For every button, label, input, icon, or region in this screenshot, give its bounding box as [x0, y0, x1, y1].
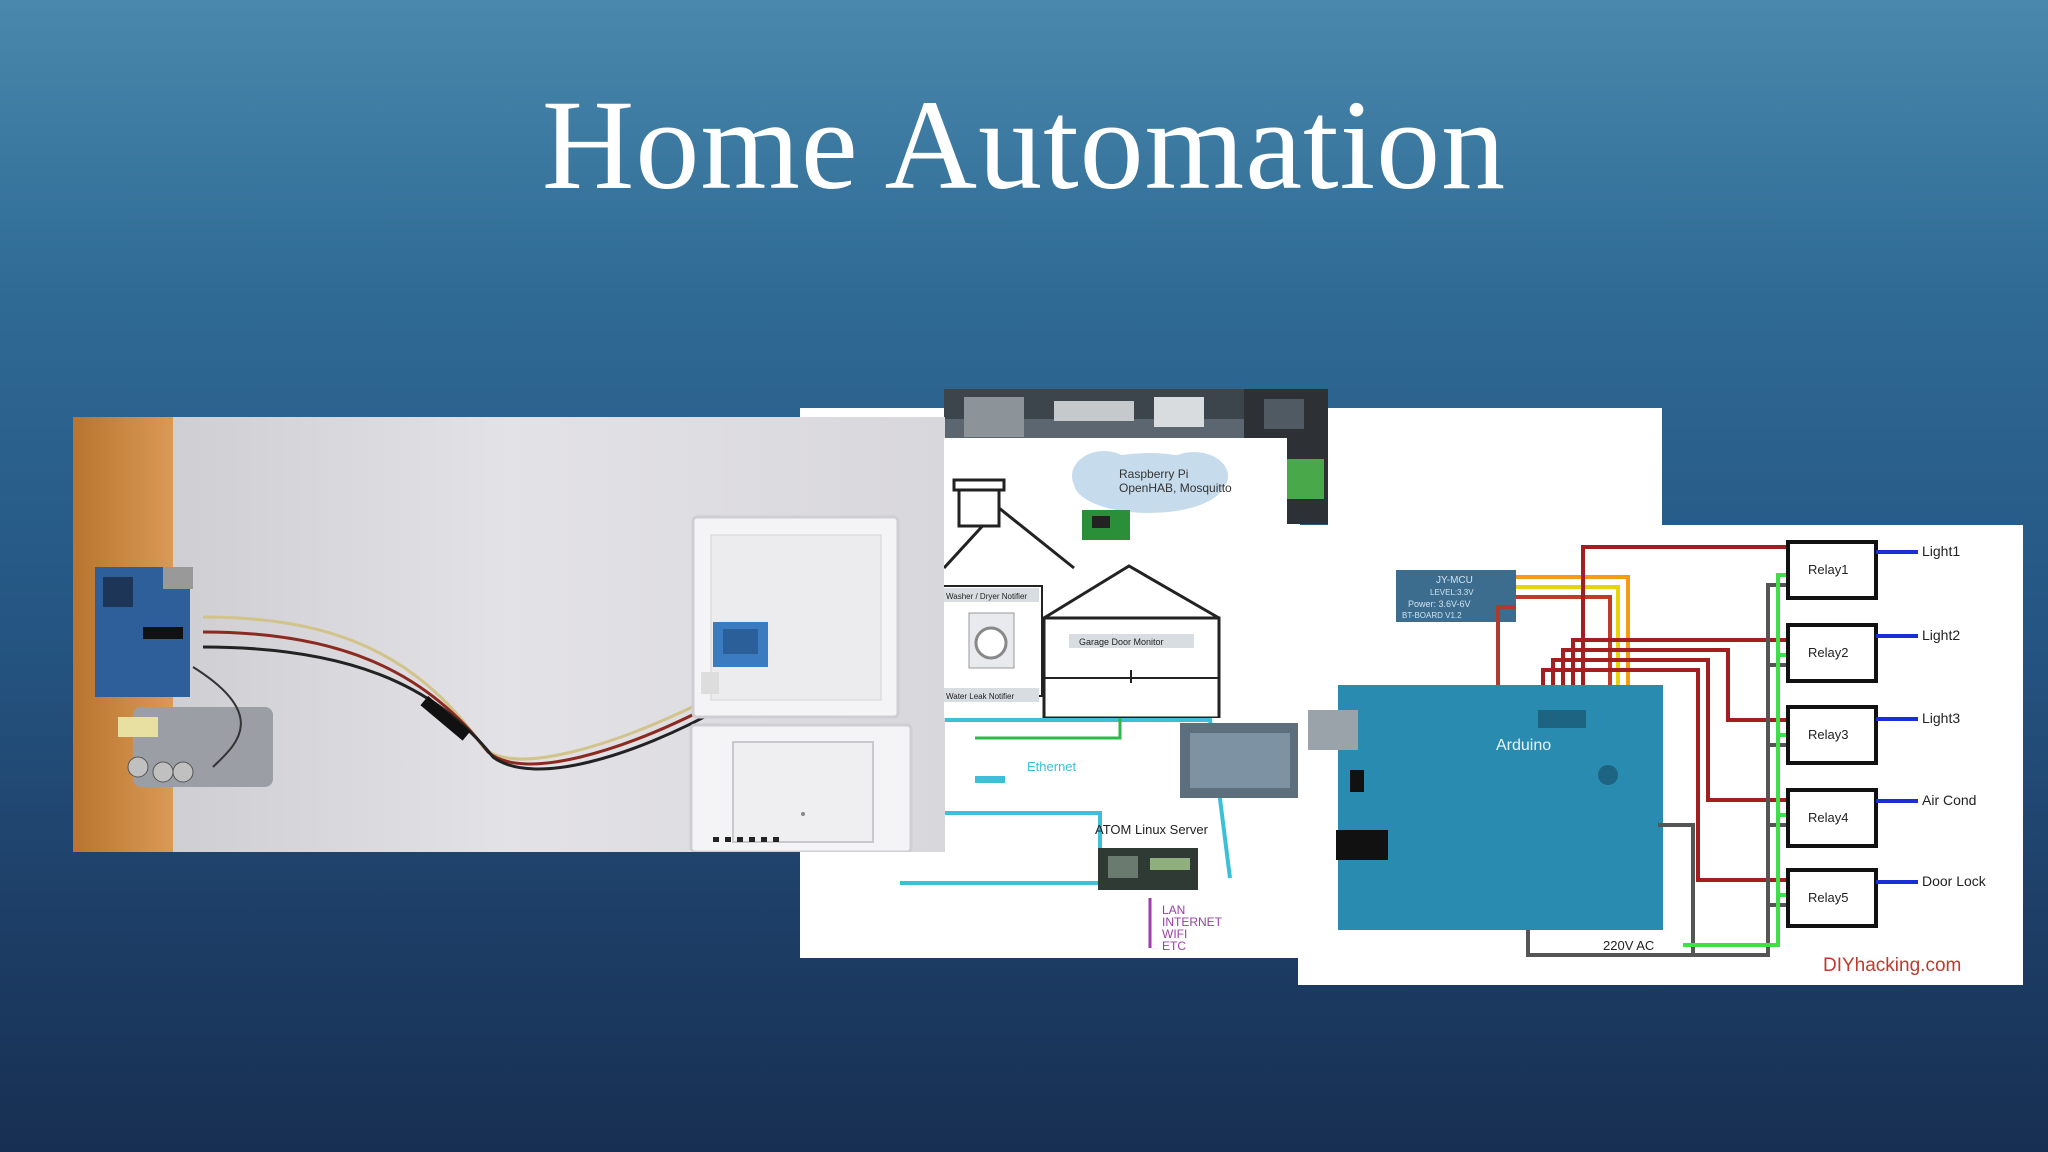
load-door-lock: Door Lock: [1922, 873, 1987, 889]
relay-1: Relay1: [1786, 540, 1878, 600]
ethernet-line: [910, 718, 1232, 879]
diyhacking-watermark: DIYhacking.com: [1823, 955, 1961, 976]
internet-label: INTERNET: [1162, 915, 1223, 929]
ac-label: 220V AC: [1603, 938, 1654, 953]
bt-module-power: Power: 3.6V-6V: [1408, 599, 1471, 609]
relay-3: Relay3: [1786, 705, 1878, 765]
water-leak-label: Water Leak Notifier: [946, 692, 1015, 701]
raspberry-label: Raspberry Pi: [1119, 467, 1188, 481]
washer-icon: [974, 626, 1008, 660]
lan-label: LAN: [1162, 903, 1185, 917]
relay-wiring-diagram: JY-MCU LEVEL:3.3V Power: 3.6V-6V BT-BOAR…: [1298, 525, 2023, 985]
arduino-board-diagram: [1338, 685, 1663, 930]
load-light2: Light2: [1922, 627, 1960, 643]
relay-4-label: Relay4: [1808, 810, 1848, 825]
load-light1: Light1: [1922, 543, 1960, 559]
etc-label: ETC: [1162, 939, 1186, 953]
ethernet-label: Ethernet: [1027, 759, 1077, 774]
relay-5: Relay5: [1786, 868, 1878, 928]
house-diagram-image: Raspberry Pi OpenHAB, Mosquitto Washer /…: [944, 438, 1287, 718]
wifi-label: WIFI: [1162, 927, 1187, 941]
load-light3: Light3: [1922, 710, 1960, 726]
relay-4: Relay4: [1786, 788, 1878, 848]
arduino-label: Arduino: [1496, 737, 1551, 754]
bt-module-name: JY-MCU: [1436, 575, 1473, 586]
washer-label: Washer / Dryer Notifier: [946, 592, 1027, 601]
bt-module-level: LEVEL:3.3V: [1430, 588, 1474, 597]
garage-label: Garage Door Monitor: [1079, 637, 1164, 647]
atom-server-label: ATOM Linux Server: [1095, 822, 1209, 837]
relay-2: Relay2: [1786, 623, 1878, 683]
arduino-wall-switch-photo: [73, 417, 945, 852]
relay-1-label: Relay1: [1808, 562, 1848, 577]
openhab-label: OpenHAB, Mosquitto: [1119, 481, 1232, 495]
relay-2-label: Relay2: [1808, 645, 1848, 660]
relay-diagram-backdrop: [1328, 408, 1662, 526]
slide-title: Home Automation: [541, 74, 1507, 216]
load-air-cond: Air Cond: [1922, 792, 1976, 808]
bt-module-board: BT-BOARD V1.2: [1402, 611, 1462, 620]
relay-3-label: Relay3: [1808, 727, 1848, 742]
relay-5-label: Relay5: [1808, 890, 1848, 905]
